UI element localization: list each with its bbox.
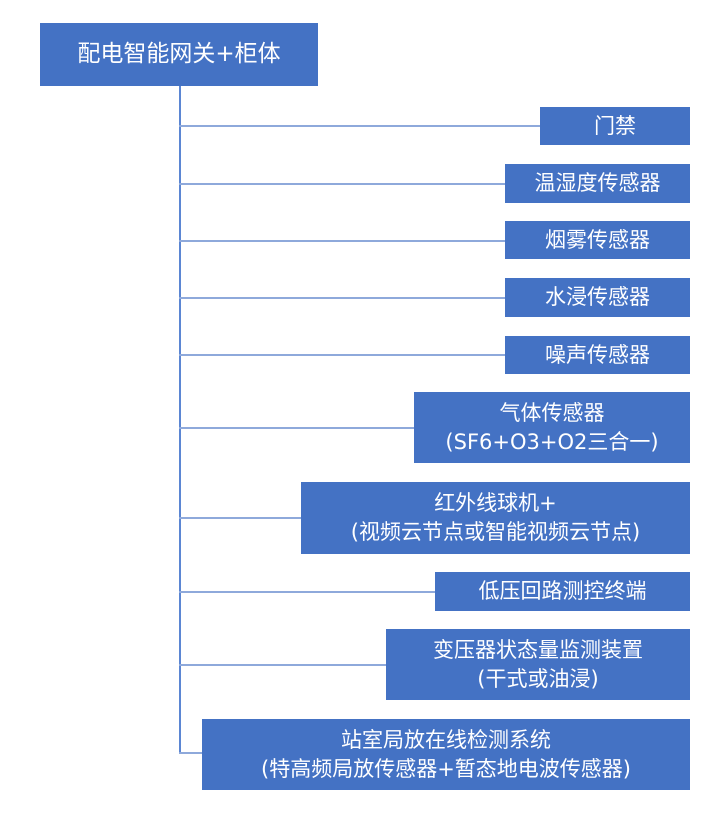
node-label: 噪声传感器 [545, 342, 650, 367]
node-label: 水浸传感器 [545, 285, 650, 309]
connector-1 [179, 125, 540, 127]
node-sublabel: (特高频局放传感器+暂态地电波传感器) [261, 756, 631, 781]
node-sublabel: (干式或油浸) [477, 666, 599, 691]
node-door-access: 门禁 [540, 107, 690, 145]
node-noise-sensor: 噪声传感器 [505, 336, 690, 374]
node-label: 站室局放在线检测系统 [341, 727, 551, 752]
trunk-connector [179, 86, 181, 753]
connector-8 [179, 591, 435, 593]
root-node: 配电智能网关+柜体 [40, 23, 318, 86]
connector-4 [179, 297, 505, 299]
node-sublabel: (视频云节点或智能视频云节点) [350, 520, 641, 544]
node-label: 红外线球机+ [434, 491, 557, 515]
node-label: 气体传感器 [499, 400, 605, 425]
root-label: 配电智能网关+柜体 [77, 41, 281, 67]
node-gas-sensor: 气体传感器 (SF6+O3+O2三合一) [414, 392, 690, 463]
node-temp-humidity-sensor: 温湿度传感器 [505, 164, 690, 203]
node-label: 变压器状态量监测装置 [433, 637, 643, 662]
connector-5 [179, 354, 505, 356]
node-sublabel: (SF6+O3+O2三合一) [445, 429, 659, 454]
connector-7 [179, 517, 301, 519]
connector-2 [179, 183, 505, 185]
node-partial-discharge-system: 站室局放在线检测系统 (特高频局放传感器+暂态地电波传感器) [202, 719, 690, 790]
node-water-sensor: 水浸传感器 [505, 278, 690, 317]
connector-3 [179, 240, 505, 242]
node-label: 门禁 [594, 113, 636, 138]
node-smoke-sensor: 烟雾传感器 [505, 221, 690, 259]
node-label: 烟雾传感器 [545, 227, 650, 252]
node-label: 低压回路测控终端 [478, 579, 647, 603]
node-infrared-dome-camera: 红外线球机+ (视频云节点或智能视频云节点) [301, 482, 690, 554]
connector-9 [179, 664, 386, 666]
connector-6 [179, 427, 414, 429]
node-transformer-monitor: 变压器状态量监测装置 (干式或油浸) [386, 629, 690, 700]
connector-10 [179, 752, 202, 754]
node-lv-circuit-terminal: 低压回路测控终端 [435, 572, 690, 611]
node-label: 温湿度传感器 [534, 171, 661, 195]
